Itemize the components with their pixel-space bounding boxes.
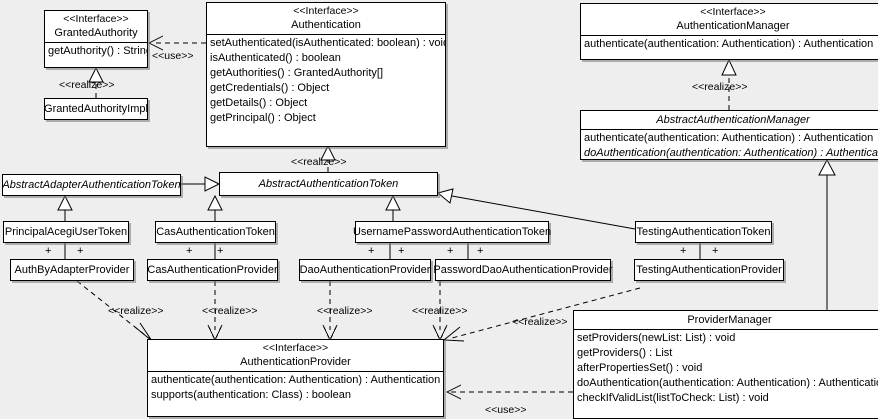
operation-check-if-valid-list: checkIfValidList(listToCheck: List) : vo…	[577, 392, 769, 404]
edge-label-realize-abstract-authentication-manager: <<realize>>	[692, 81, 748, 93]
operation-set-providers: setProviders(newList: List) : void	[577, 332, 736, 344]
class-authentication-provider[interactable]: <<Interface>> AuthenticationProvider aut…	[147, 339, 444, 417]
operation-get-credentials: getCredentials() : Object	[210, 82, 330, 94]
association-marker-plus: +	[712, 245, 719, 257]
class-abstract-authentication-manager[interactable]: AbstractAuthenticationManager authentica…	[580, 110, 878, 160]
operation-set-authenticated: setAuthenticated(isAuthenticated: boolea…	[210, 37, 445, 49]
operations-compartment: authenticate(authentication: Authenticat…	[581, 35, 878, 53]
edge-label-use-granted-authority: <<use>>	[152, 50, 194, 62]
class-header: <<Interface>> GrantedAuthority	[45, 11, 147, 42]
edge-label-realize-dao-authentication-provider: <<realize>>	[317, 305, 373, 317]
edge-label-use-provider-manager: <<use>>	[485, 404, 527, 416]
association-marker-plus: +	[368, 245, 375, 257]
class-cas-authentication-token[interactable]: CasAuthenticationToken	[155, 221, 276, 243]
class-dao-authentication-provider[interactable]: DaoAuthenticationProvider	[299, 259, 431, 281]
class-name: UsernamePasswordAuthenticationToken	[352, 225, 552, 238]
operation-get-authorities: getAuthorities() : GrantedAuthority[]	[210, 67, 384, 79]
class-abstract-authentication-token[interactable]: AbstractAuthenticationToken	[219, 172, 438, 196]
class-name: DaoAuthenticationProvider	[299, 263, 431, 276]
association-marker-plus: +	[77, 245, 84, 257]
stereotype-interface: <<Interface>>	[262, 342, 329, 354]
class-password-dao-authentication-provider[interactable]: PasswordDaoAuthenticationProvider	[433, 259, 613, 281]
class-name: ProviderManager	[687, 314, 772, 326]
edge-label-realize-auth-by-adapter-provider: <<realize>>	[108, 305, 164, 317]
edge-label-realize-cas-authentication-provider: <<realize>>	[202, 305, 258, 317]
operations-compartment: getAuthority() : String	[45, 42, 147, 60]
association-marker-plus: +	[680, 245, 687, 257]
class-name: AuthenticationProvider	[240, 356, 351, 368]
edge-label-realize-granted-authority-impl: <<realize>>	[59, 79, 115, 91]
class-authentication-manager[interactable]: <<Interface>> AuthenticationManager auth…	[580, 3, 878, 60]
operations-compartment: setAuthenticated(isAuthenticated: boolea…	[207, 34, 445, 127]
operation-get-principal: getPrincipal() : Object	[210, 112, 316, 124]
class-granted-authority-impl[interactable]: GrantedAuthorityImpl	[44, 98, 148, 120]
class-name: TestingAuthenticationToken	[636, 225, 771, 238]
edge-label-realize-testing-authentication-provider: <<realize>>	[512, 316, 568, 328]
association-marker-plus: +	[217, 245, 224, 257]
class-username-password-authentication-token[interactable]: UsernamePasswordAuthenticationToken	[353, 221, 551, 243]
operation-after-properties-set: afterPropertiesSet() : void	[577, 362, 703, 374]
stereotype-interface: <<Interface>>	[293, 5, 359, 17]
class-granted-authority[interactable]: <<Interface>> GrantedAuthority getAuthor…	[44, 10, 148, 68]
association-marker-plus: +	[398, 245, 405, 257]
class-testing-authentication-provider[interactable]: TestingAuthenticationProvider	[634, 259, 784, 281]
class-name: PasswordDaoAuthenticationProvider	[433, 263, 613, 276]
operation-is-authenticated: isAuthenticated() : boolean	[210, 52, 341, 64]
class-cas-authentication-provider[interactable]: CasAuthenticationProvider	[147, 259, 278, 281]
class-name: PrincipalAcegiUserToken	[4, 225, 128, 238]
stereotype-interface: <<Interface>>	[63, 13, 129, 25]
class-testing-authentication-token[interactable]: TestingAuthenticationToken	[635, 221, 772, 243]
class-authentication[interactable]: <<Interface>> Authentication setAuthenti…	[206, 2, 446, 147]
operations-compartment: setProviders(newList: List) : void getPr…	[574, 329, 878, 407]
operations-compartment: authenticate(authentication: Authenticat…	[148, 371, 443, 404]
operation-supports: supports(authentication: Class) : boolea…	[151, 389, 351, 401]
class-header: ProviderManager	[574, 311, 878, 329]
class-auth-by-adapter-provider[interactable]: AuthByAdapterProvider	[10, 259, 134, 281]
class-header: <<Interface>> AuthenticationManager	[581, 4, 878, 35]
operation-get-authority: getAuthority() : String	[48, 45, 147, 57]
class-name: TestingAuthenticationProvider	[636, 263, 782, 276]
edge-label-realize-password-dao-authentication-provider: <<realize>>	[412, 305, 468, 317]
class-name: CasAuthenticationProvider	[147, 263, 278, 276]
association-marker-plus: +	[45, 245, 52, 257]
operation-authenticate: authenticate(authentication: Authenticat…	[584, 132, 874, 144]
operation-get-details: getDetails() : Object	[210, 97, 308, 109]
operation-authenticate: authenticate(authentication: Authenticat…	[584, 38, 874, 50]
class-name: AuthenticationManager	[676, 20, 790, 32]
class-name: GrantedAuthority	[54, 27, 138, 39]
class-name: AuthByAdapterProvider	[14, 263, 130, 276]
class-name: CasAuthenticationToken	[156, 225, 275, 238]
class-abstract-adapter-authentication-token[interactable]: AbstractAdapterAuthenticationToken	[2, 174, 181, 196]
operation-do-authentication: doAuthentication(authentication: Authent…	[577, 377, 878, 389]
class-header: <<Interface>> Authentication	[207, 3, 445, 34]
operation-get-providers: getProviders() : List	[577, 347, 673, 359]
class-name: AbstractAuthenticationToken	[258, 177, 399, 190]
class-header: AbstractAuthenticationManager	[581, 111, 878, 129]
class-header: <<Interface>> AuthenticationProvider	[148, 340, 443, 371]
operation-authenticate: authenticate(authentication: Authenticat…	[151, 374, 441, 386]
association-marker-plus: +	[447, 245, 454, 257]
association-marker-plus: +	[186, 245, 193, 257]
class-name: AbstractAuthenticationManager	[656, 114, 810, 126]
class-name: Authentication	[291, 19, 361, 31]
class-name: GrantedAuthorityImpl	[44, 102, 148, 115]
operation-do-authentication: doAuthentication(authentication: Authent…	[584, 147, 878, 159]
stereotype-interface: <<Interface>>	[700, 6, 766, 18]
class-provider-manager[interactable]: ProviderManager setProviders(newList: Li…	[573, 310, 878, 419]
operations-compartment: authenticate(authentication: Authenticat…	[581, 129, 878, 162]
association-marker-plus: +	[477, 245, 484, 257]
edge-label-realize-abstract-authentication-token: <<realize>>	[291, 156, 347, 168]
class-name: AbstractAdapterAuthenticationToken	[2, 178, 181, 191]
class-principal-acegi-user-token[interactable]: PrincipalAcegiUserToken	[3, 221, 129, 243]
